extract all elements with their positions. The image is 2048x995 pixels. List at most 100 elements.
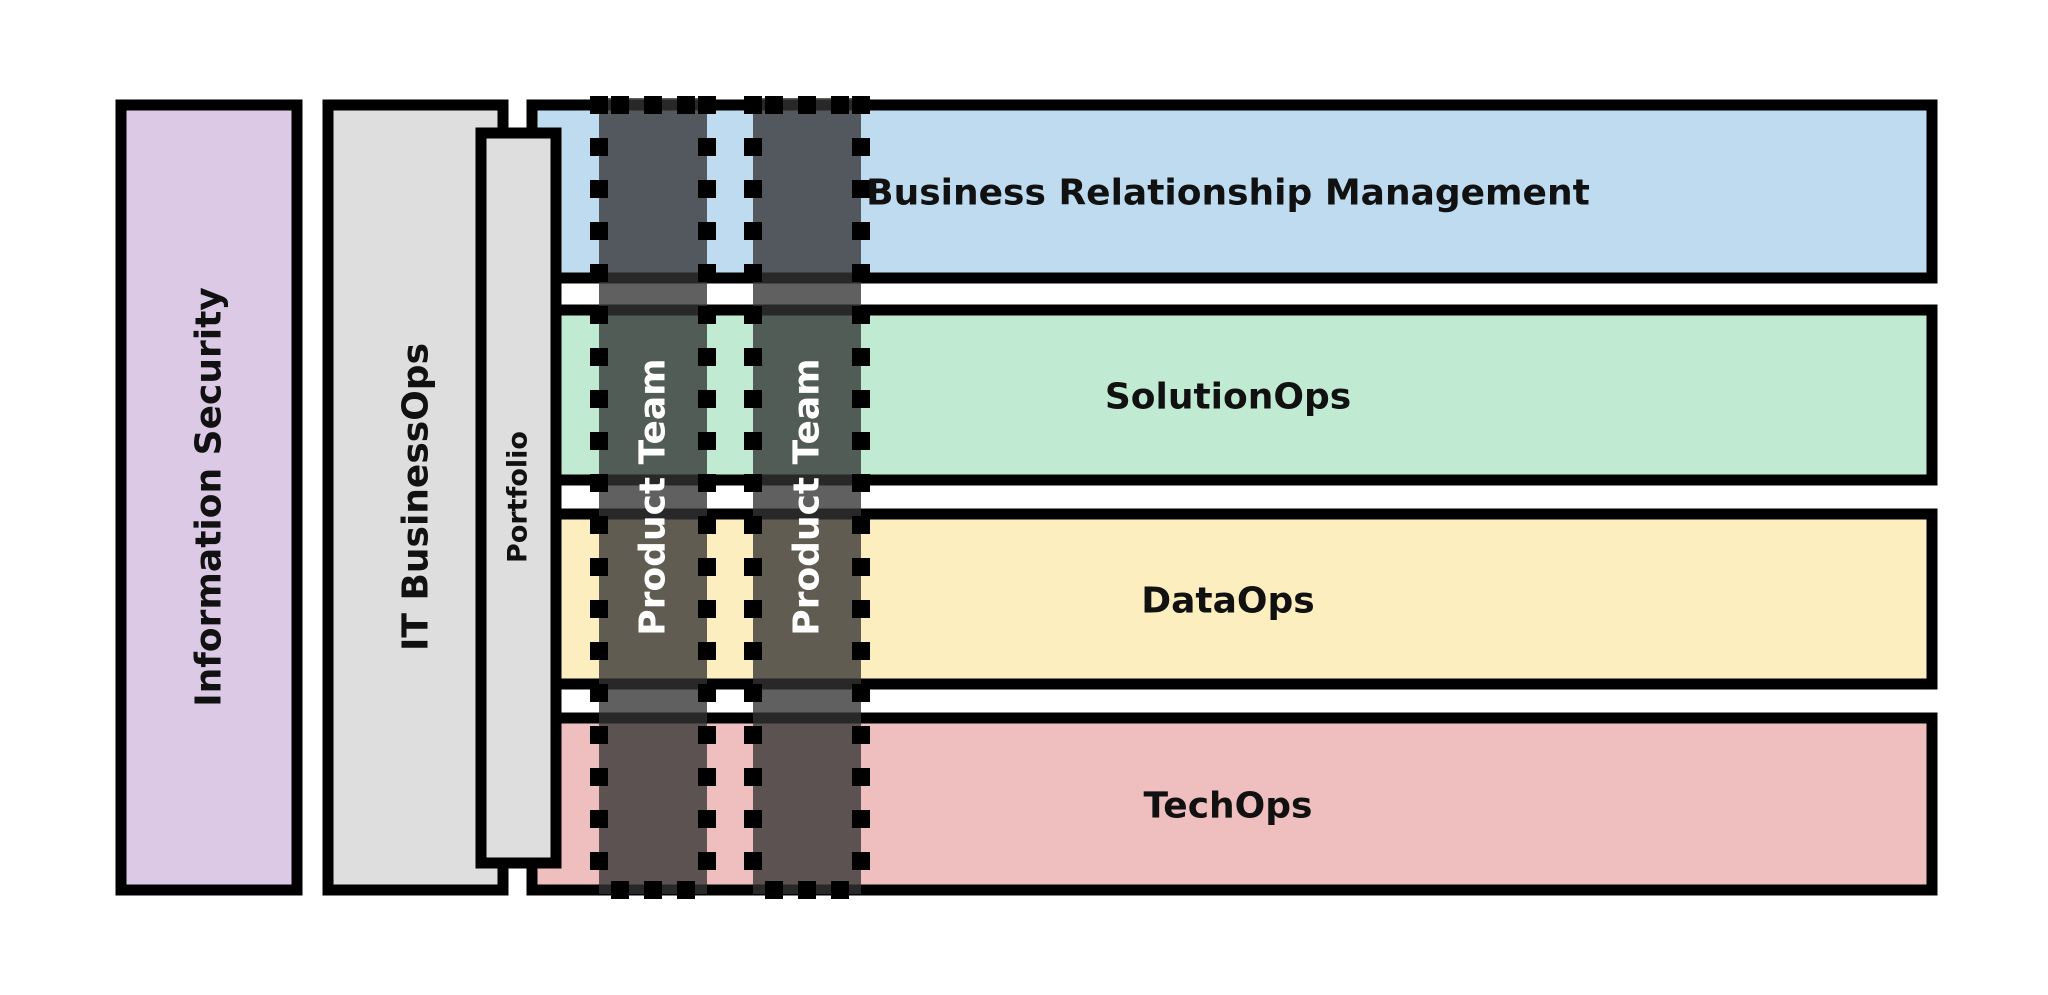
- dotted-border-square: [590, 684, 608, 702]
- dotted-border-square: [852, 768, 870, 786]
- dotted-border-square: [852, 222, 870, 240]
- dotted-border-square: [744, 642, 762, 660]
- product-team-label: Product Team: [787, 358, 828, 635]
- dotted-border-square: [744, 852, 762, 870]
- product-teams-group: [590, 96, 870, 899]
- dotted-border-square: [852, 180, 870, 198]
- dotted-border-square: [698, 264, 716, 282]
- dotted-border-square: [798, 96, 816, 114]
- dotted-border-square: [852, 96, 870, 114]
- dotted-border-square: [590, 810, 608, 828]
- dotted-border-square: [590, 432, 608, 450]
- dotted-border-square: [852, 516, 870, 534]
- product-team-label: Product Team: [633, 358, 674, 635]
- dotted-border-square: [590, 852, 608, 870]
- dotted-border-square: [765, 96, 783, 114]
- dotted-border-square: [852, 642, 870, 660]
- dotted-border-square: [744, 180, 762, 198]
- dotted-border-square: [590, 222, 608, 240]
- dotted-border-square: [765, 881, 783, 899]
- dotted-border-square: [590, 264, 608, 282]
- dotted-border-square: [852, 390, 870, 408]
- dotted-border-square: [698, 474, 716, 492]
- dotted-border-square: [698, 96, 716, 114]
- dotted-border-square: [590, 642, 608, 660]
- dotted-border-square: [852, 558, 870, 576]
- dotted-border-square: [644, 881, 662, 899]
- dotted-border-square: [744, 306, 762, 324]
- dotted-border-square: [852, 138, 870, 156]
- product-team-column: [753, 98, 861, 894]
- dotted-border-square: [698, 348, 716, 366]
- dotted-border-square: [590, 306, 608, 324]
- dotted-border-square: [698, 810, 716, 828]
- dotted-border-square: [698, 726, 716, 744]
- dotted-border-square: [852, 810, 870, 828]
- dotted-border-square: [590, 558, 608, 576]
- dotted-border-square: [852, 348, 870, 366]
- dotted-border-square: [744, 390, 762, 408]
- dotted-border-square: [611, 96, 629, 114]
- dotted-border-square: [698, 684, 716, 702]
- dotted-border-square: [590, 600, 608, 618]
- band-label-dataops: DataOps: [1141, 581, 1314, 622]
- dotted-border-square: [698, 516, 716, 534]
- dotted-border-square: [698, 390, 716, 408]
- dotted-border-square: [744, 810, 762, 828]
- dotted-border-square: [744, 684, 762, 702]
- dotted-border-square: [677, 881, 695, 899]
- product-team-dotted-border: [590, 96, 870, 899]
- dotted-border-square: [852, 852, 870, 870]
- dotted-border-square: [744, 222, 762, 240]
- dotted-border-square: [644, 96, 662, 114]
- portfolio-label: Portfolio: [503, 431, 534, 563]
- dotted-border-square: [698, 306, 716, 324]
- product-team-column: [599, 98, 707, 894]
- it-businessops-label: IT BusinessOps: [396, 343, 437, 651]
- dotted-border-square: [744, 138, 762, 156]
- dotted-border-square: [590, 138, 608, 156]
- dotted-border-square: [744, 600, 762, 618]
- dotted-border-square: [590, 726, 608, 744]
- dotted-border-square: [744, 264, 762, 282]
- dotted-border-square: [798, 881, 816, 899]
- band-label-business-relationship-management: Business Relationship Management: [866, 173, 1590, 214]
- dotted-border-square: [698, 222, 716, 240]
- dotted-border-square: [590, 390, 608, 408]
- dotted-border-square: [590, 474, 608, 492]
- dotted-border-square: [744, 726, 762, 744]
- dotted-border-square: [744, 474, 762, 492]
- dotted-border-square: [698, 558, 716, 576]
- information-security-box: [115, 99, 303, 896]
- dotted-border-square: [590, 348, 608, 366]
- bands-group: [526, 99, 1938, 896]
- dotted-border-square: [698, 768, 716, 786]
- dotted-border-square: [698, 852, 716, 870]
- dotted-border-square: [698, 600, 716, 618]
- dotted-border-square: [744, 348, 762, 366]
- portfolio-box: [475, 127, 562, 869]
- dotted-border-square: [831, 881, 849, 899]
- information-security-label: Information Security: [189, 287, 230, 707]
- dotted-border-square: [852, 684, 870, 702]
- it-businessops-box: [322, 99, 509, 896]
- dotted-border-square: [590, 180, 608, 198]
- band-label-solutionops: SolutionOps: [1105, 377, 1351, 418]
- dotted-border-square: [744, 432, 762, 450]
- dotted-border-square: [744, 96, 762, 114]
- band-label-techops: TechOps: [1144, 786, 1313, 827]
- dotted-border-square: [852, 432, 870, 450]
- dotted-border-square: [852, 474, 870, 492]
- dotted-border-square: [698, 642, 716, 660]
- dotted-border-square: [590, 768, 608, 786]
- dotted-border-square: [698, 432, 716, 450]
- dotted-border-square: [852, 264, 870, 282]
- dotted-border-square: [744, 558, 762, 576]
- dotted-border-square: [852, 726, 870, 744]
- dotted-border-square: [852, 306, 870, 324]
- dotted-border-square: [831, 96, 849, 114]
- dotted-border-square: [590, 516, 608, 534]
- dotted-border-square: [698, 138, 716, 156]
